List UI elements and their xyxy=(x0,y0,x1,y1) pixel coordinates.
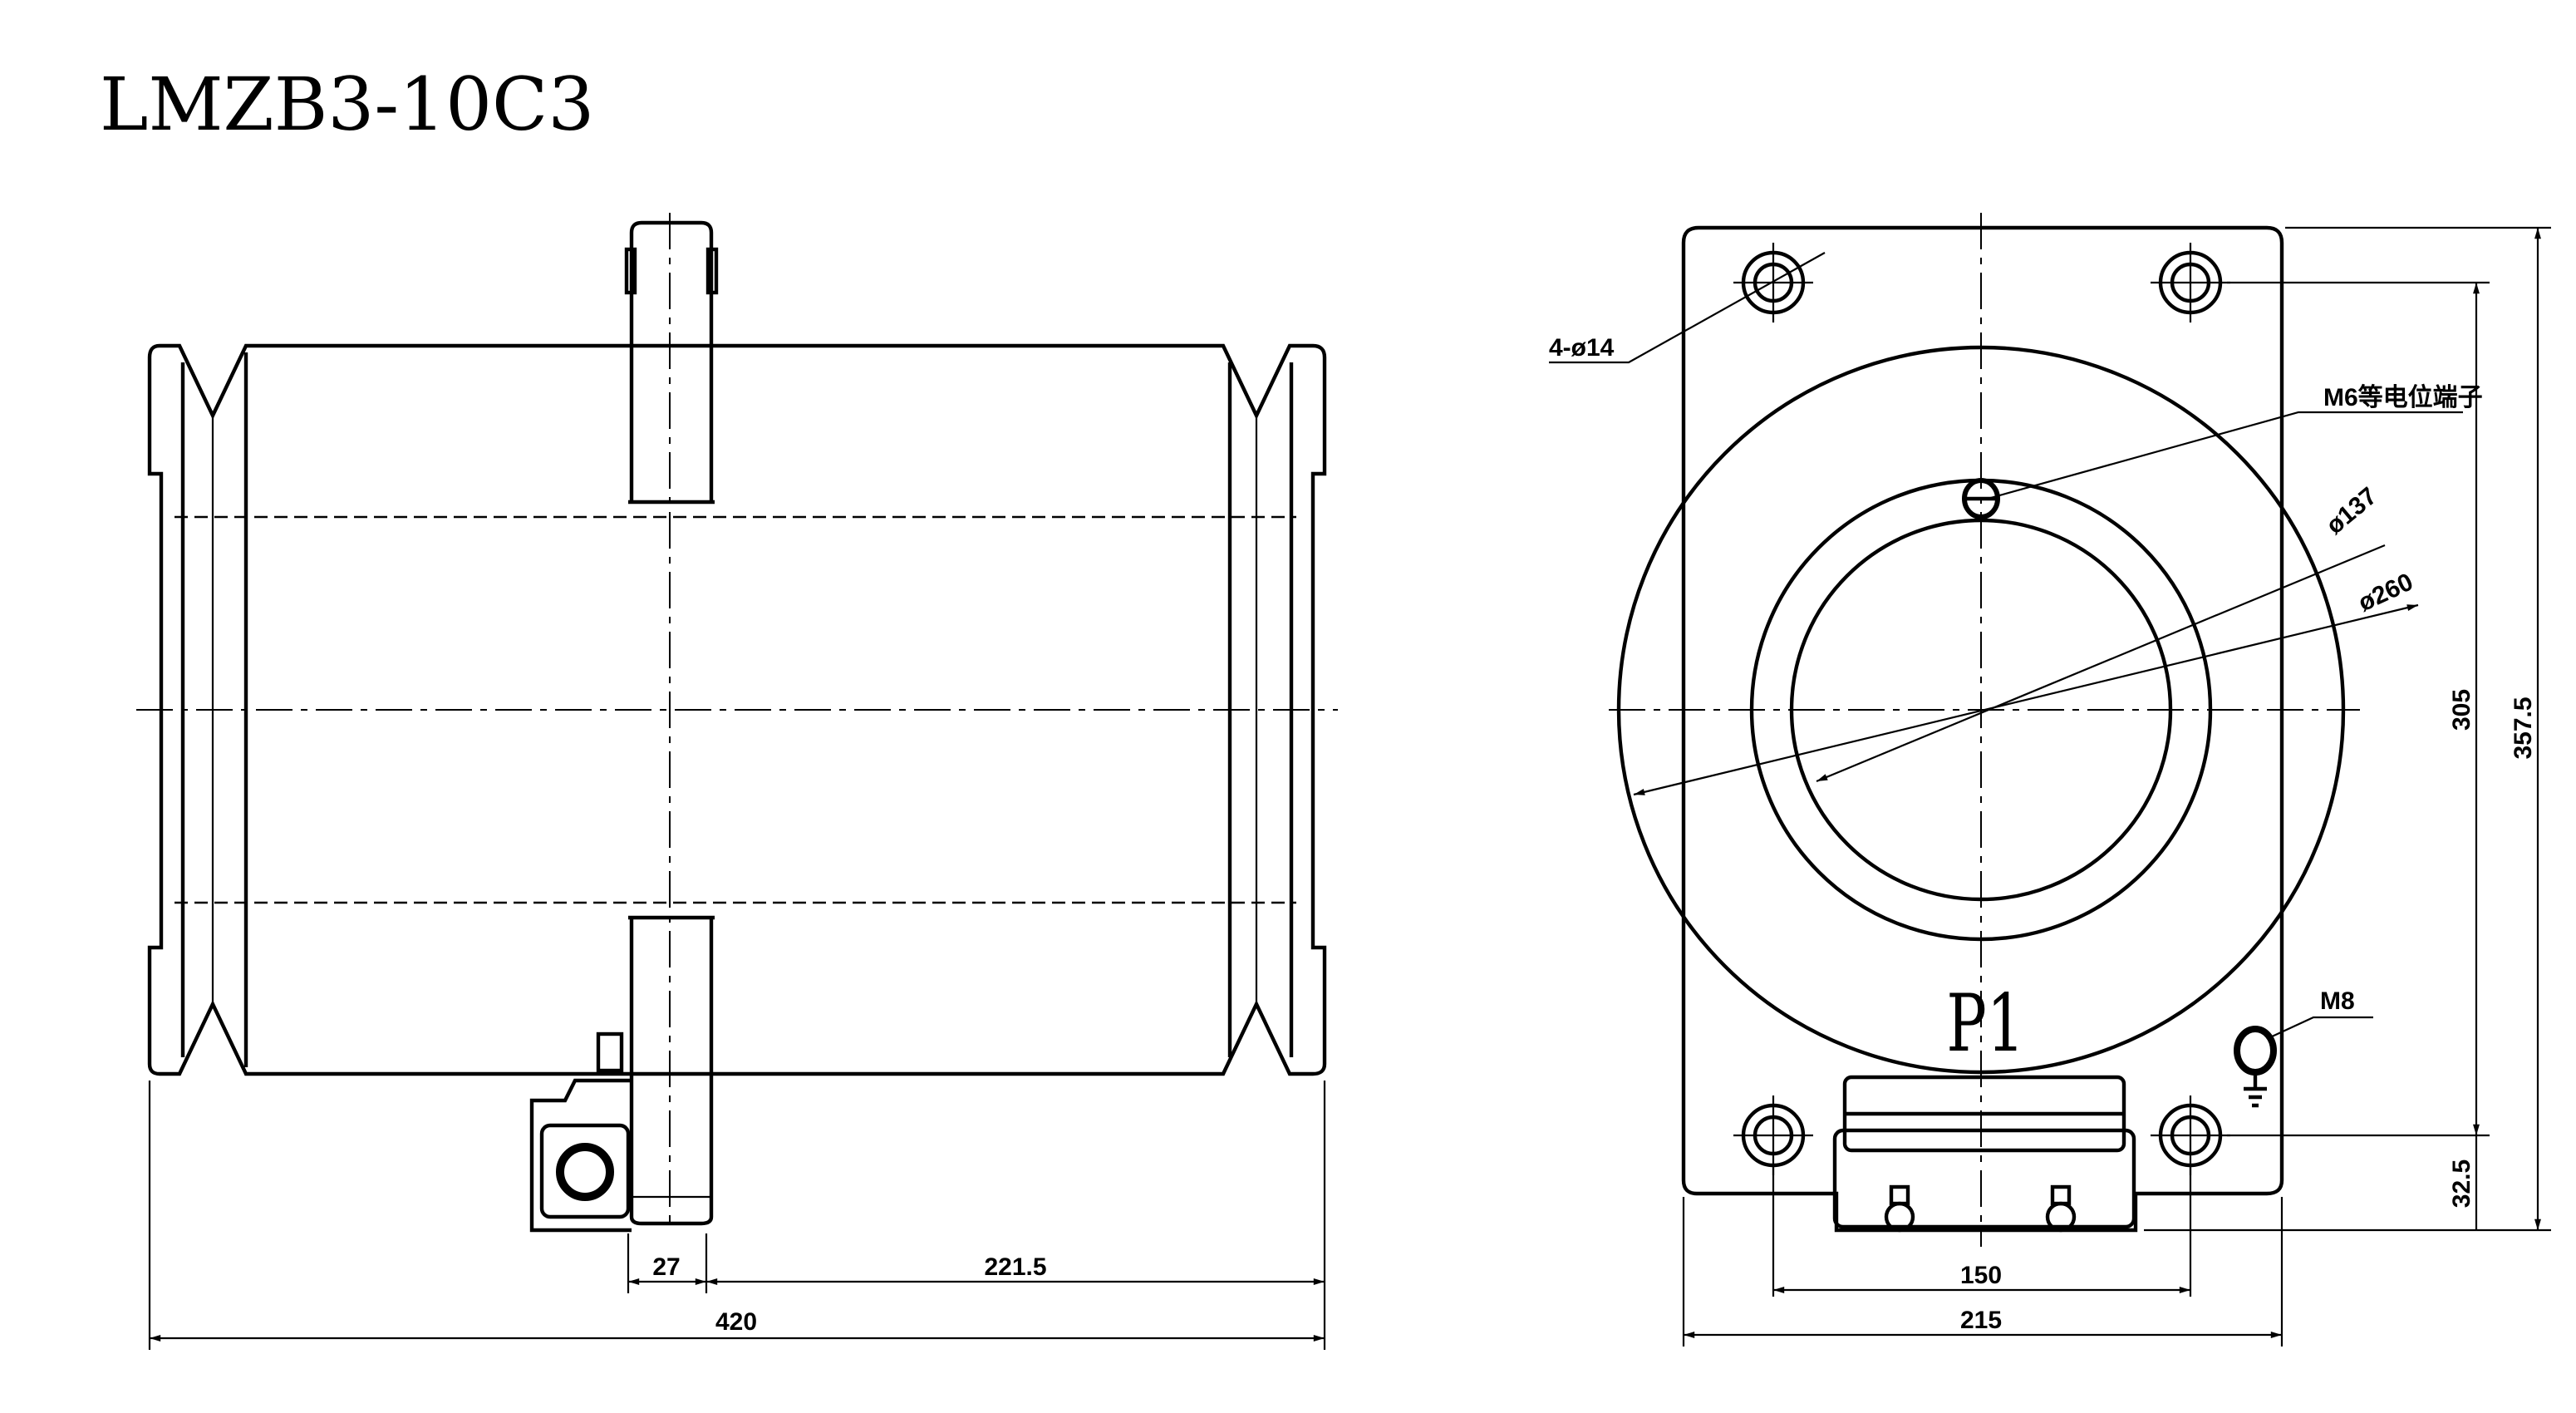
side-dimensions: 27 221.5 420 xyxy=(148,1081,1326,1350)
base-plate xyxy=(1681,225,2284,1233)
secondary-bolt-icon xyxy=(556,1143,614,1201)
front-view: P1 4-ø14 M6等电位端子 ø137 ø260 M8 305 357.5 … xyxy=(1549,213,2551,1347)
dim-overall-width: 215 xyxy=(1960,1307,2002,1334)
drawing-title: LMZB3-10C3 xyxy=(100,62,594,147)
dim-hole-spacing-horizontal: 150 xyxy=(1960,1262,2002,1289)
front-dimensions: 305 357.5 32.5 150 215 xyxy=(1682,226,2551,1347)
primary-terminal-bottom xyxy=(596,915,715,1226)
ground-terminal-label: M8 xyxy=(2320,987,2355,1015)
primary-terminal-top xyxy=(624,220,719,505)
dim-overall-height: 357.5 xyxy=(2510,697,2537,759)
dim-terminal-width: 27 xyxy=(652,1253,680,1281)
transformer-body xyxy=(136,213,1338,1230)
dim-hole-to-base: 32.5 xyxy=(2448,1159,2475,1208)
ground-terminal-icon xyxy=(2234,1026,2277,1108)
side-view: 27 221.5 420 xyxy=(136,213,1338,1350)
dim-overall-length: 420 xyxy=(715,1308,757,1336)
secondary-terminal-box xyxy=(1832,1075,2136,1233)
primary-terminal-label: P1 xyxy=(1946,977,2024,1071)
equipotential-terminal-icon xyxy=(1962,478,2000,519)
equipotential-terminal-label: M6等电位端子 xyxy=(2323,383,2483,411)
inner-diameter-label: ø137 xyxy=(2321,482,2382,539)
outer-diameter-label: ø260 xyxy=(2354,569,2417,618)
dim-hole-spacing-vertical: 305 xyxy=(2448,689,2475,731)
mounting-holes-label: 4-ø14 xyxy=(1549,334,1615,362)
secondary-terminal-box xyxy=(529,1078,632,1233)
dim-terminal-to-end: 221.5 xyxy=(984,1253,1046,1281)
